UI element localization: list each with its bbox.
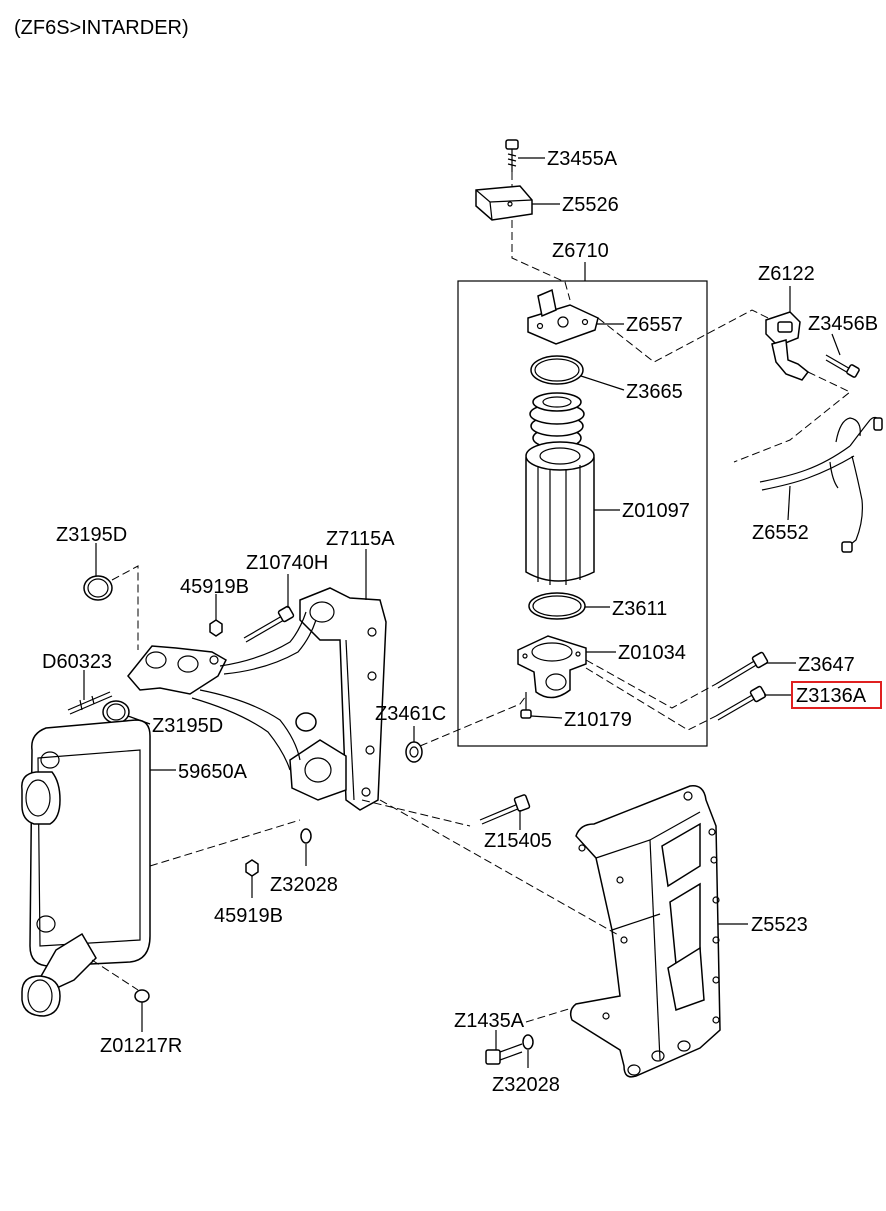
label-z3456b[interactable]: Z3456B: [808, 313, 878, 335]
assembly-frame-z6710: [457, 280, 708, 747]
label-z3647[interactable]: Z3647: [798, 654, 855, 676]
filter-assembly: Z3455A Z5526 Z6710 Z6557 Z3665: [457, 139, 708, 747]
oil-cooler-59650a-part: [21, 719, 151, 1017]
label-z10179[interactable]: Z10179: [564, 709, 632, 731]
label-z3136a[interactable]: Z3136A: [796, 685, 867, 707]
sensor-assembly: Z6122 Z3456B Z6552: [597, 263, 883, 553]
label-z3455a[interactable]: Z3455A: [547, 148, 618, 170]
o-ring-z3665-part: [530, 355, 584, 385]
label-z3195d-top[interactable]: Z3195D: [56, 524, 127, 546]
filter-element-z01097-part: [525, 441, 595, 585]
bolt-z3136a-part: [715, 685, 767, 721]
label-z6557[interactable]: Z6557: [626, 314, 683, 336]
cover-z6557-part: [527, 288, 599, 345]
bracket-z5526-part: [475, 185, 533, 221]
label-z01034[interactable]: Z01034: [618, 642, 686, 664]
housing-z01034-part: [517, 635, 587, 699]
highlight-box-z3136a: [791, 681, 882, 709]
stud-d60323-part: [67, 691, 113, 715]
screw-z10179-part: [520, 692, 532, 719]
label-z01097[interactable]: Z01097: [622, 500, 690, 522]
bolt-z1435a-part: [485, 1043, 523, 1065]
o-ring-z3611-part: [528, 592, 586, 620]
label-z7115a[interactable]: Z7115A: [326, 528, 395, 550]
bolt-z3647-part: [715, 651, 769, 689]
sensor-z6122-part: [765, 311, 810, 381]
spring-stack-part: [529, 392, 585, 449]
nut-45919b-top-part: [209, 619, 223, 637]
bolt-z3455a-part: [505, 139, 519, 172]
o-ring-z01217r-part: [134, 989, 150, 1003]
bolt-z10740h-part: [243, 605, 295, 643]
label-z6122[interactable]: Z6122: [758, 263, 815, 285]
label-z3461c[interactable]: Z3461C: [375, 703, 446, 725]
label-z5526[interactable]: Z5526: [562, 194, 619, 216]
label-z32028-top[interactable]: Z32028: [270, 874, 338, 896]
harness-z6552-part: [759, 416, 883, 553]
label-z3665[interactable]: Z3665: [626, 381, 683, 403]
label-z1435a[interactable]: Z1435A: [454, 1010, 525, 1032]
diagram-title: (ZF6S>INTARDER): [14, 17, 189, 39]
pipe-manifold-part: [127, 611, 317, 771]
label-45919b-bottom[interactable]: 45919B: [214, 905, 283, 927]
washer-z3461c-part: [405, 741, 423, 763]
washer-z32028-bottom-part: [522, 1034, 534, 1050]
label-45919b-top[interactable]: 45919B: [180, 576, 249, 598]
label-z5523[interactable]: Z5523: [751, 914, 808, 936]
label-z6552[interactable]: Z6552: [752, 522, 809, 544]
nut-45919b-bottom-part: [245, 859, 259, 877]
bracket-z7115a-part: [289, 587, 387, 811]
label-z15405[interactable]: Z15405: [484, 830, 552, 852]
label-z3611[interactable]: Z3611: [612, 598, 667, 620]
bolt-z3456b-part: [825, 354, 860, 378]
label-z3195d-bottom[interactable]: Z3195D: [152, 715, 223, 737]
washer-z32028-top-part: [300, 828, 312, 844]
label-z01217r[interactable]: Z01217R: [100, 1035, 182, 1057]
label-59650a[interactable]: 59650A: [178, 761, 248, 783]
bolt-z15405-part: [479, 794, 531, 825]
mounting-bracket-z5523-part: [569, 785, 721, 1078]
label-z10740h[interactable]: Z10740H: [246, 552, 328, 574]
label-z6710[interactable]: Z6710: [552, 240, 609, 262]
label-z32028-bottom[interactable]: Z32028: [492, 1074, 560, 1096]
label-d60323[interactable]: D60323: [42, 651, 112, 673]
